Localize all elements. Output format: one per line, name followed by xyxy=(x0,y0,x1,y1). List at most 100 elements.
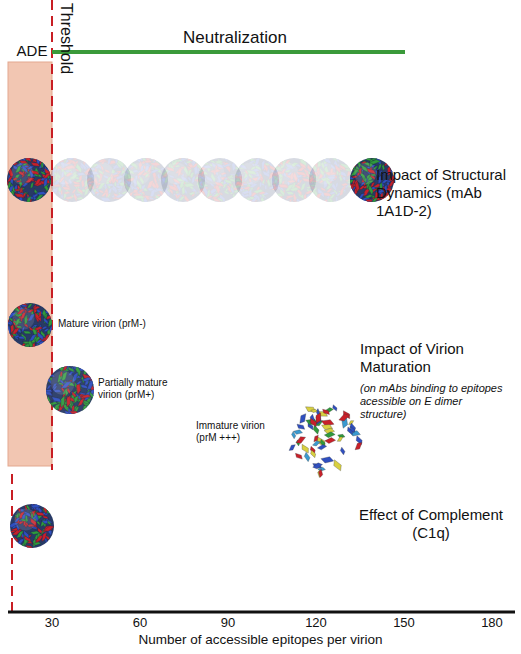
prm-spike xyxy=(340,447,345,455)
e-protein xyxy=(369,160,380,165)
prm-spike xyxy=(295,453,302,459)
e-protein xyxy=(144,160,153,163)
prm-spike xyxy=(311,409,318,412)
e-protein xyxy=(229,175,234,179)
e-protein xyxy=(82,394,92,398)
maturation-note: (on mAbs binding to epitopes acessible o… xyxy=(360,382,510,422)
e-protein xyxy=(84,188,89,196)
virion-shine xyxy=(313,162,335,184)
e-protein xyxy=(86,173,91,177)
prm-spike xyxy=(313,463,323,469)
prm-spike xyxy=(313,441,321,446)
e-protein xyxy=(341,183,348,186)
virion xyxy=(43,363,97,416)
e-protein xyxy=(64,200,70,202)
maturation-heading: Impact of Virion Maturation xyxy=(360,340,510,376)
e-protein xyxy=(165,188,170,197)
axis-tick: 60 xyxy=(120,615,160,631)
e-protein xyxy=(72,189,77,194)
e-protein xyxy=(336,196,338,202)
prm-spike xyxy=(333,405,337,411)
e-protein xyxy=(82,401,91,407)
axis-tick: 120 xyxy=(296,615,336,631)
e-protein xyxy=(6,321,12,325)
e-protein xyxy=(45,537,47,543)
virion xyxy=(270,155,318,204)
e-protein xyxy=(189,192,196,195)
e-protein xyxy=(7,325,11,335)
neutralization-bar xyxy=(52,50,405,54)
virion xyxy=(84,155,134,204)
virion xyxy=(195,156,245,203)
e-protein xyxy=(47,520,50,525)
virion xyxy=(8,501,55,549)
e-protein xyxy=(135,196,145,199)
e-protein xyxy=(44,317,48,324)
e-protein xyxy=(35,512,44,515)
e-protein xyxy=(286,192,294,195)
e-protein xyxy=(47,385,52,390)
complement-heading: Effect of Complement (C1q) xyxy=(352,506,510,542)
e-protein xyxy=(224,156,227,162)
virion-surface xyxy=(306,155,357,206)
e-protein xyxy=(32,159,37,163)
e-protein xyxy=(154,188,163,191)
e-protein xyxy=(34,178,41,185)
virion-label: Mature virion (prM-) xyxy=(58,318,188,330)
e-protein xyxy=(118,158,124,167)
virion-shine xyxy=(54,162,76,184)
e-protein xyxy=(224,190,229,195)
e-protein xyxy=(112,165,118,170)
e-protein xyxy=(300,162,307,169)
e-protein xyxy=(310,184,317,187)
prm-spike xyxy=(321,457,334,463)
e-protein xyxy=(305,190,313,194)
e-protein xyxy=(91,188,97,197)
prm-spike xyxy=(339,414,350,421)
e-protein xyxy=(77,188,82,194)
e-protein xyxy=(82,374,92,381)
virion-surface xyxy=(120,154,170,207)
virion-surface xyxy=(43,363,97,416)
e-protein xyxy=(154,177,157,185)
virion xyxy=(233,157,282,206)
e-protein xyxy=(14,189,20,191)
e-protein xyxy=(138,189,143,192)
structural-dynamics-heading: Impact of Structural Dynamics (mAb 1A1D-… xyxy=(376,166,517,220)
e-protein xyxy=(61,189,63,195)
e-protein xyxy=(122,169,127,180)
e-protein xyxy=(358,193,364,199)
e-protein xyxy=(31,162,40,166)
e-protein xyxy=(63,364,69,371)
e-protein xyxy=(67,395,71,407)
prm-spike xyxy=(304,452,310,461)
virion-surface xyxy=(233,157,282,206)
virion-surface xyxy=(84,155,134,204)
virion-surface xyxy=(48,155,97,203)
e-protein xyxy=(289,199,292,204)
e-protein xyxy=(118,158,124,168)
e-protein xyxy=(230,184,234,194)
e-protein xyxy=(33,306,41,309)
e-protein xyxy=(42,516,48,519)
e-protein xyxy=(234,181,241,186)
virion-core xyxy=(10,504,54,548)
x-axis xyxy=(8,611,515,614)
e-protein xyxy=(43,390,53,396)
e-protein xyxy=(87,185,92,191)
e-protein xyxy=(249,189,252,198)
e-protein xyxy=(300,183,305,191)
e-protein xyxy=(43,173,51,178)
e-protein xyxy=(349,182,353,190)
virion-shine xyxy=(91,162,113,184)
e-protein xyxy=(260,181,262,188)
e-protein xyxy=(127,182,134,186)
virion-label: Immature virion (prM +++) xyxy=(196,420,278,444)
prm-spike xyxy=(319,469,323,477)
axis-title: Number of accessible epitopes per virion xyxy=(0,632,521,648)
e-protein xyxy=(232,161,236,172)
e-protein xyxy=(339,164,346,170)
virion-shine xyxy=(202,162,224,184)
e-protein xyxy=(33,542,41,545)
e-protein xyxy=(233,193,236,200)
